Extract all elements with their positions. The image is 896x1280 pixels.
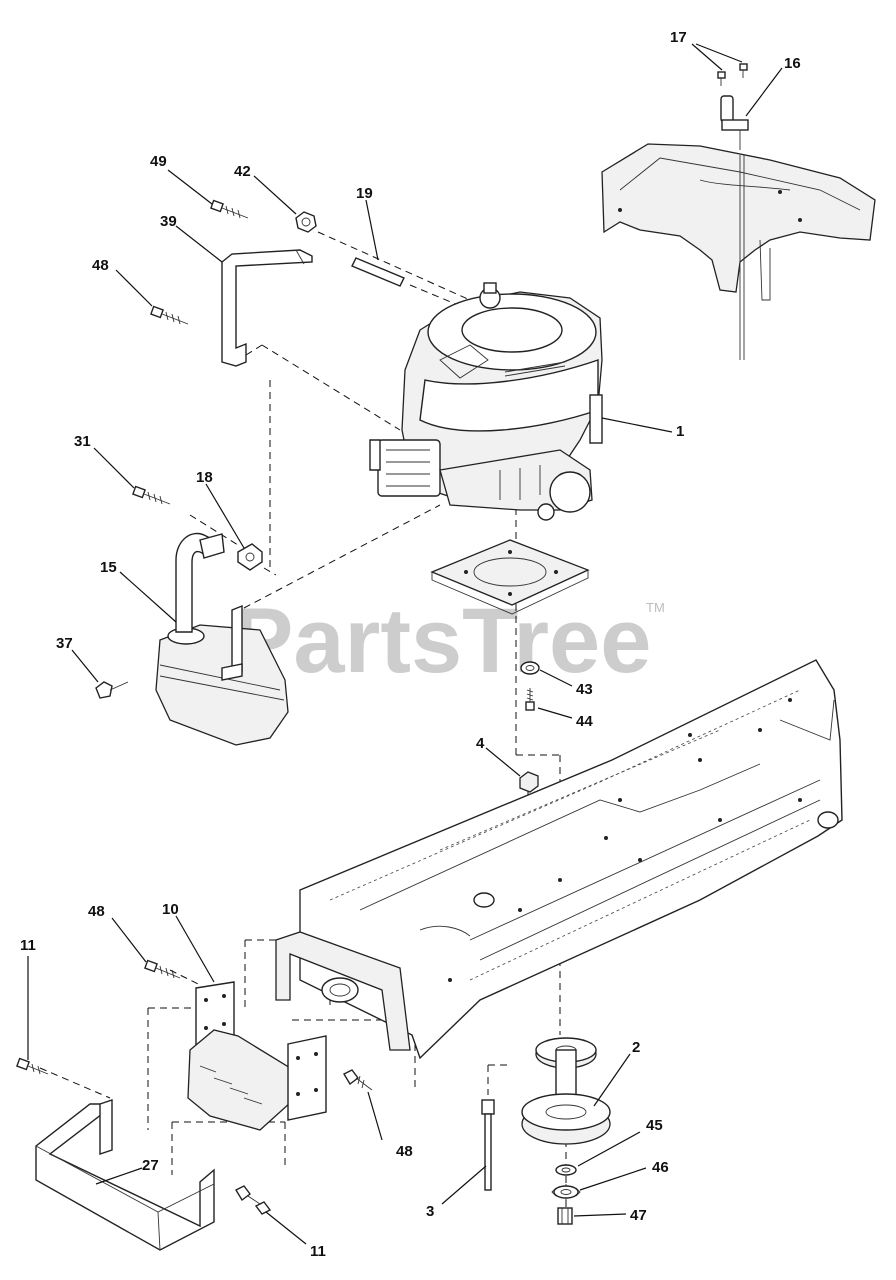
bolt-37 [95, 681, 129, 699]
lockwasher-43 [520, 661, 540, 675]
label-3: 3 [426, 1203, 434, 1220]
bolt-11-lower [235, 1185, 272, 1215]
label-17: 17 [670, 29, 687, 46]
label-19: 19 [356, 185, 373, 202]
watermark-tm: TM [646, 600, 665, 615]
washer-45 [555, 1164, 577, 1176]
bolt-47 [557, 1207, 573, 1225]
label-15: 15 [100, 559, 117, 576]
label-49: 49 [150, 153, 167, 170]
chassis-frame [275, 659, 843, 1060]
nut-4 [519, 771, 539, 793]
screws-17 [717, 63, 748, 86]
label-39: 39 [160, 213, 177, 230]
label-37: 37 [56, 635, 73, 652]
bolt-48-left [144, 959, 181, 979]
label-11-upper: 11 [20, 937, 36, 954]
watermark-text: PartsTree [232, 590, 651, 692]
label-45: 45 [646, 1117, 663, 1134]
engine-mounting-plate [430, 539, 590, 615]
label-16: 16 [784, 55, 801, 72]
label-47: 47 [630, 1207, 647, 1224]
label-48-right: 48 [396, 1143, 413, 1160]
bolt-48-right [343, 1069, 373, 1091]
exhaust-bracket-39 [221, 249, 313, 367]
label-44: 44 [576, 713, 593, 730]
label-31: 31 [74, 433, 91, 450]
bolt-31 [132, 485, 171, 505]
muffler-15 [155, 532, 289, 746]
label-48-left: 48 [88, 903, 105, 920]
pulley-2 [521, 1037, 611, 1145]
bolt-48-upper [150, 305, 189, 325]
label-1: 1 [676, 423, 684, 440]
label-43: 43 [576, 681, 593, 698]
bolt-49 [210, 199, 249, 219]
leader-lines [27, 43, 783, 1245]
label-46: 46 [652, 1159, 669, 1176]
nut-42 [295, 211, 317, 233]
label-11-lower: 11 [310, 1243, 326, 1260]
bolt-3 [481, 1099, 495, 1191]
label-2: 2 [632, 1039, 640, 1056]
assembly-dashed-lines [39, 160, 741, 1210]
gasket-18 [237, 543, 263, 571]
bolt-44 [525, 688, 535, 711]
label-27: 27 [142, 1157, 159, 1174]
label-42: 42 [234, 163, 251, 180]
label-18: 18 [196, 469, 213, 486]
bracket-10 [187, 981, 327, 1131]
bumper-27 [35, 1099, 215, 1251]
label-48-upper: 48 [92, 257, 109, 274]
lockwasher-46 [551, 1184, 581, 1200]
throttle-lever-16 [720, 95, 749, 150]
label-4: 4 [476, 735, 485, 752]
rod-19 [351, 257, 405, 287]
part-labels: 17 16 49 42 19 39 48 1 31 18 15 37 43 44… [20, 29, 801, 1260]
dash-panel [601, 143, 876, 360]
bolt-11-upper [16, 1057, 49, 1075]
engine-1 [369, 282, 603, 521]
label-10: 10 [162, 901, 179, 918]
